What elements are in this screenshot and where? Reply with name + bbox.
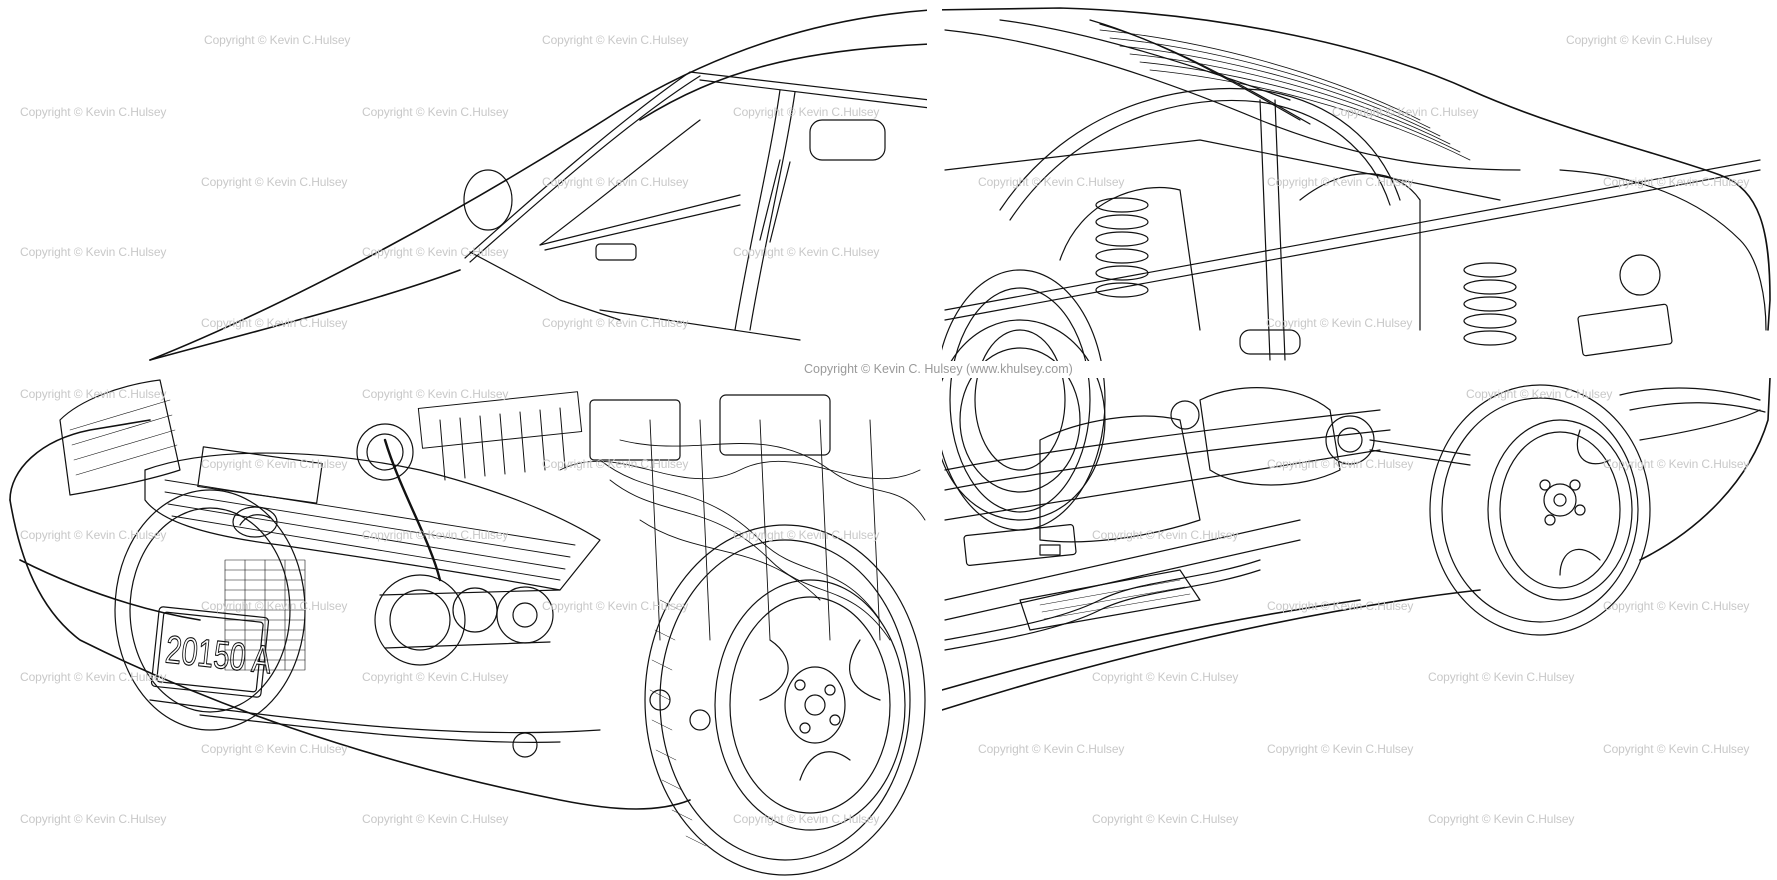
grille	[144, 452, 601, 591]
rear-coil-spring	[1095, 197, 1149, 298]
windshield-frame	[463, 71, 931, 341]
front-left-tire	[114, 489, 306, 731]
rear-coil-spring-2	[1463, 262, 1517, 346]
rear-wheel	[1429, 384, 1766, 636]
lexus-emblem	[232, 506, 278, 538]
svg-text:20150 A: 20150 A	[163, 628, 273, 682]
copyright-caption: Copyright © Kevin C. Hulsey (www.khulsey…	[804, 362, 1073, 376]
engine-pulleys	[374, 574, 561, 666]
tile-gap-horizontal	[0, 361, 1777, 378]
tile-gap-vertical	[927, 0, 942, 880]
engine-bay: 20150 A	[59, 379, 926, 758]
front-right-wheel	[644, 524, 926, 876]
valves	[417, 391, 583, 481]
rear-cabin	[944, 19, 1767, 361]
car-body-outline	[9, 7, 1771, 810]
license-plate: 20150 A	[150, 606, 274, 698]
